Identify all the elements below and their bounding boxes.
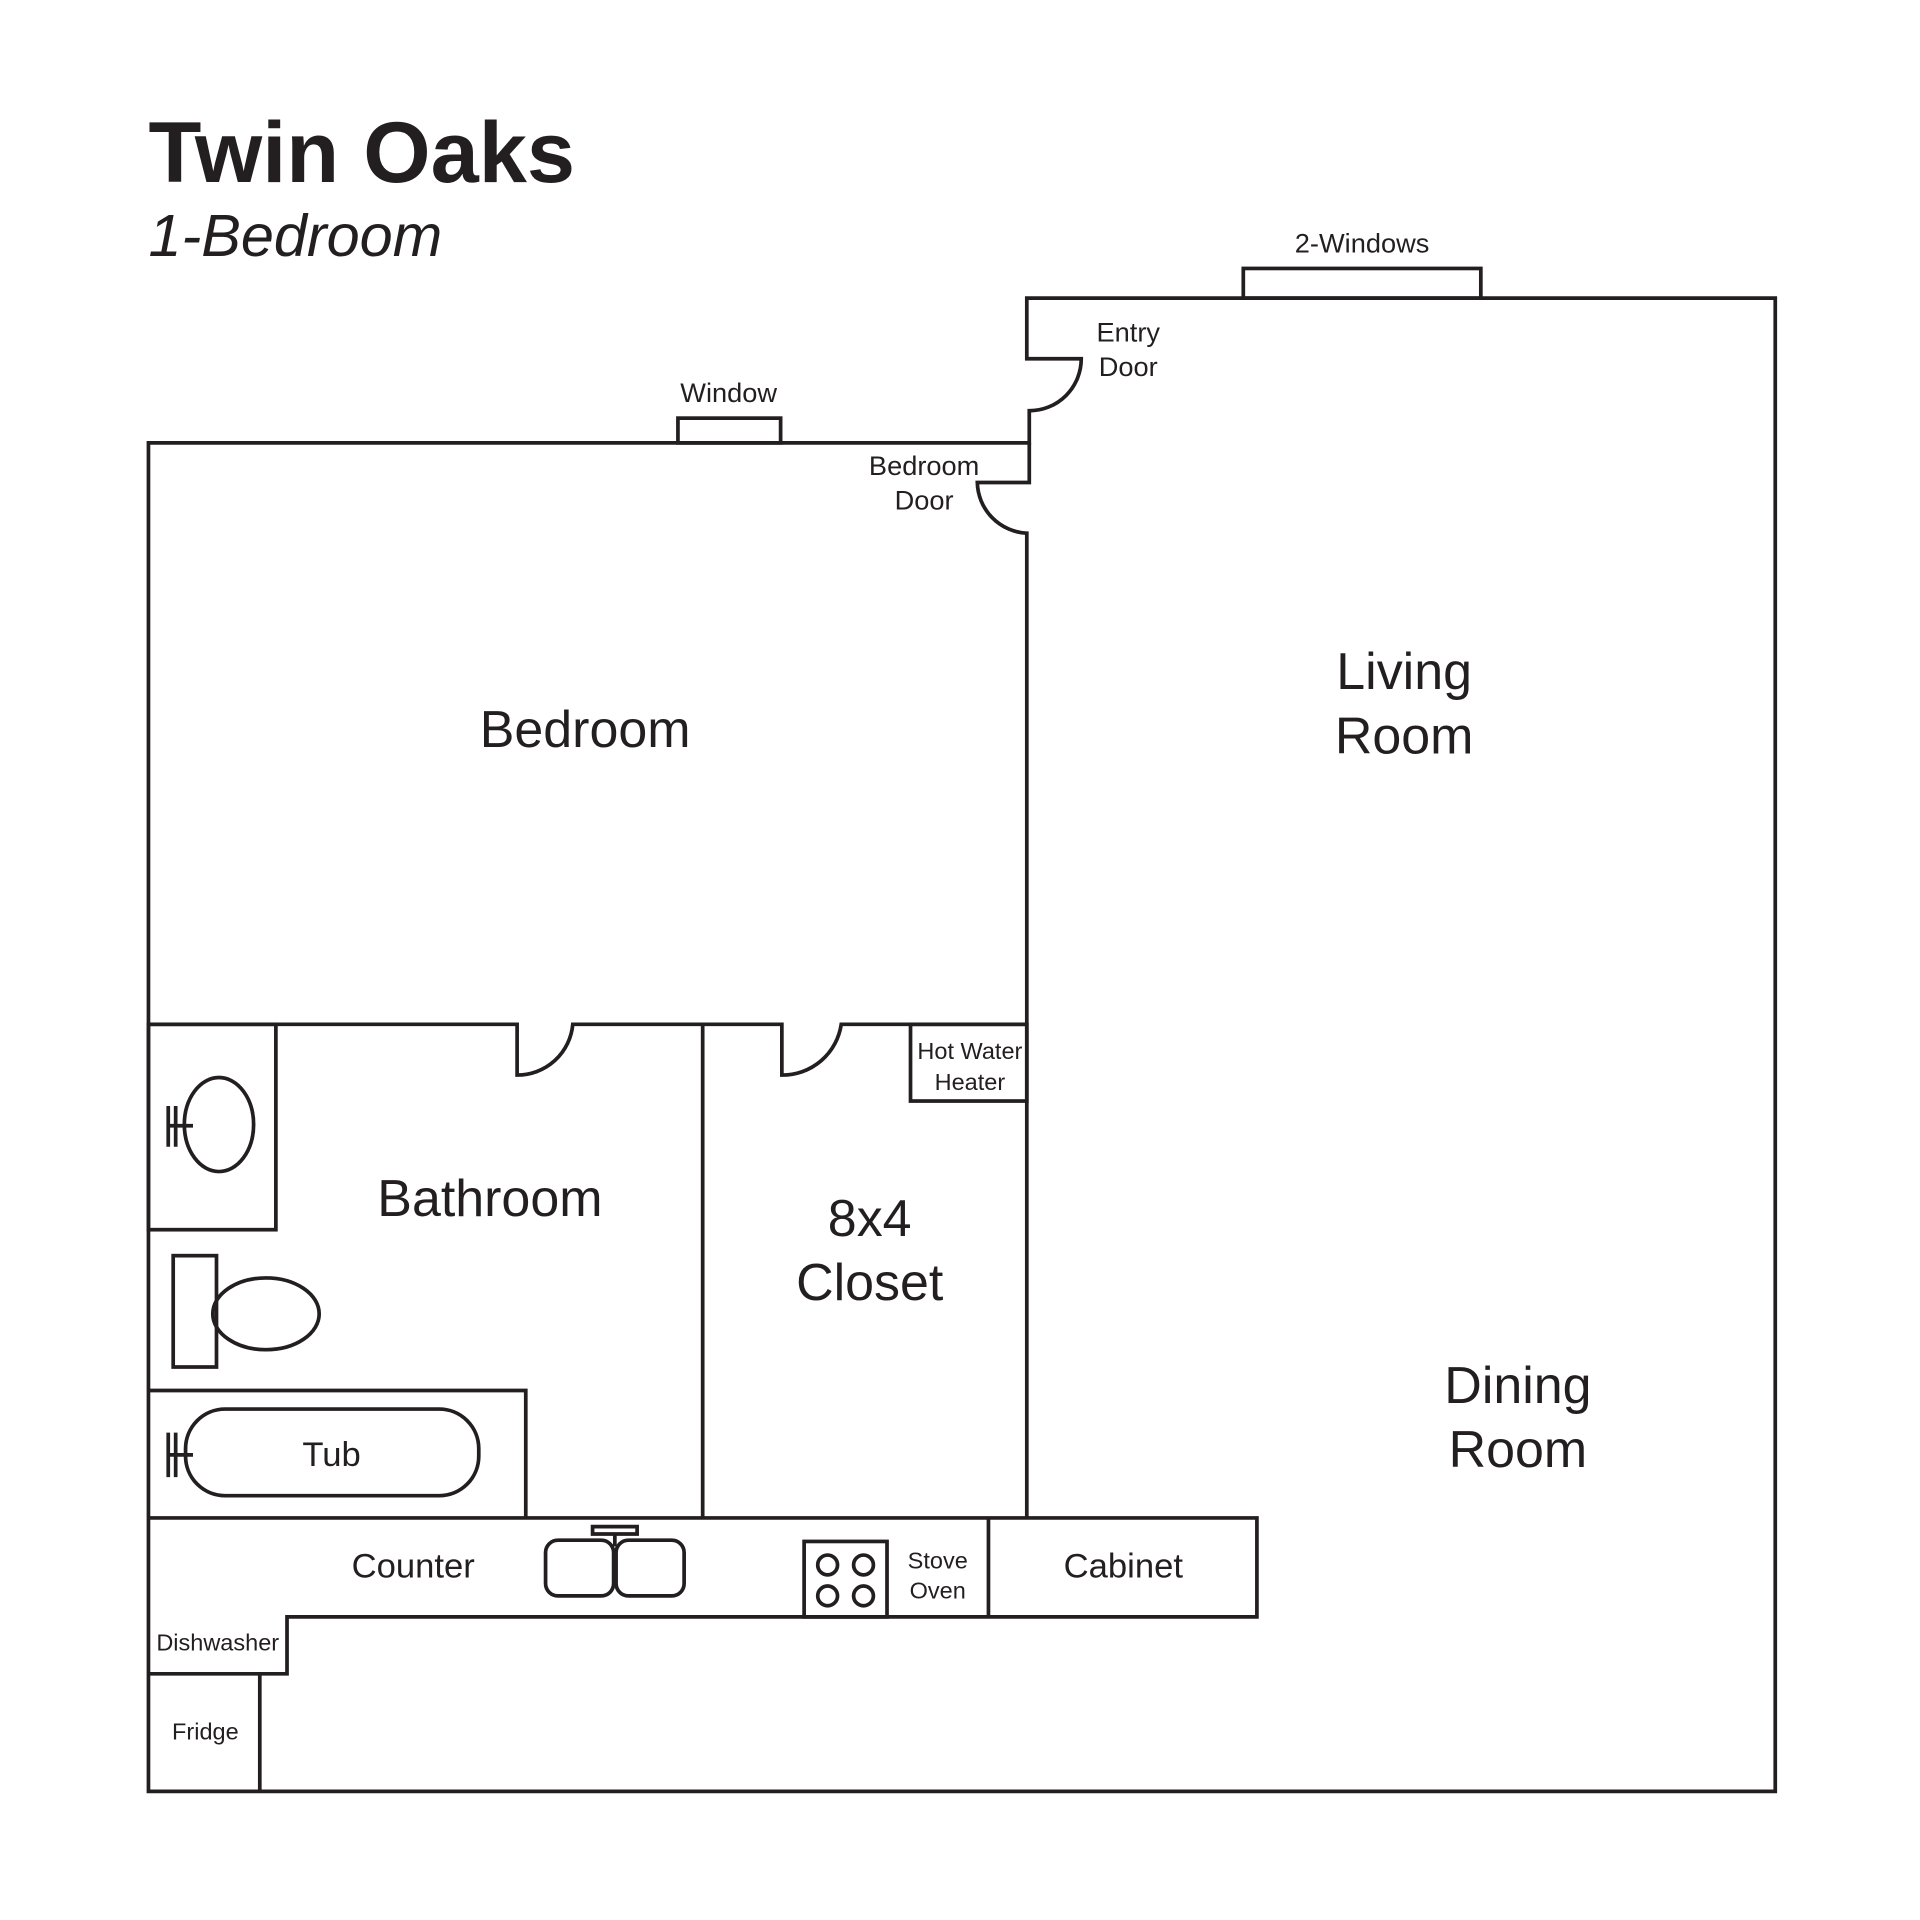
hot-water-label-2: Heater <box>935 1069 1006 1095</box>
closet-label-1: 8x4 <box>828 1190 912 1248</box>
toilet-bowl <box>210 1276 322 1352</box>
bedroom-label: Bedroom <box>480 701 691 759</box>
tub <box>183 1407 481 1498</box>
bedroom-door <box>975 442 1032 1518</box>
bathroom-sink <box>182 1075 256 1174</box>
page-subtitle: 1-Bedroom <box>148 202 442 269</box>
bedroom-door-label-2: Door <box>895 485 954 516</box>
bathroom-label: Bathroom <box>377 1170 602 1228</box>
oven-label: Oven <box>910 1577 966 1603</box>
living-room-label-1: Living <box>1336 643 1472 701</box>
counter-label: Counter <box>352 1547 475 1585</box>
window-label: Window <box>680 377 777 408</box>
entry-door-label-2: Door <box>1099 351 1158 382</box>
fridge-label: Fridge <box>172 1718 239 1744</box>
dining-room-label-1: Dining <box>1444 1357 1591 1415</box>
dining-room-label-2: Room <box>1449 1421 1588 1479</box>
sink-right <box>614 1538 686 1598</box>
hot-water-label-1: Hot Water <box>917 1038 1022 1064</box>
page-title: Twin Oaks <box>148 105 575 201</box>
tub-label: Tub <box>302 1436 360 1474</box>
closet-label-2: Closet <box>796 1254 944 1312</box>
entry-door-label-1: Entry <box>1096 316 1160 347</box>
dishwasher-label: Dishwasher <box>156 1629 279 1655</box>
two-windows <box>1241 266 1483 300</box>
living-room-label-2: Room <box>1335 707 1474 765</box>
window <box>676 416 783 445</box>
two-windows-label: 2-Windows <box>1295 227 1430 258</box>
stove-label: Stove <box>908 1548 968 1574</box>
walls <box>146 266 1778 1794</box>
sink-left <box>543 1538 616 1598</box>
bedroom-door-label-1: Bedroom <box>869 450 979 481</box>
stove-top <box>802 1539 889 1619</box>
sink-vanity <box>146 1022 278 1232</box>
toilet-tank <box>171 1253 219 1369</box>
cabinet-label: Cabinet <box>1064 1547 1184 1585</box>
hot-water-heater <box>908 1022 1029 1103</box>
